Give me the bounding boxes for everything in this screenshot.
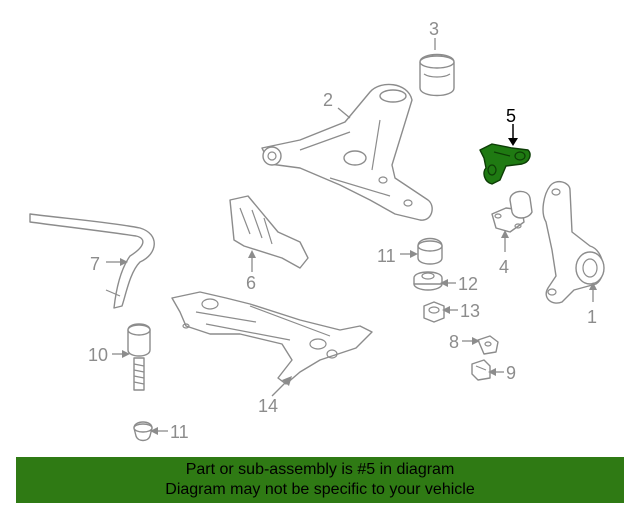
callout-13[interactable]: 13 — [460, 301, 480, 321]
callout-12[interactable]: 12 — [458, 274, 478, 294]
part-11-bushing-lower[interactable] — [133, 421, 153, 442]
part-2-control-arm[interactable] — [261, 83, 433, 221]
callout-7[interactable]: 7 — [90, 254, 100, 274]
callout-2[interactable]: 2 — [323, 90, 333, 110]
part-8-bolt[interactable] — [477, 335, 499, 355]
part-3-bushing[interactable] — [419, 53, 455, 97]
leader-14 — [271, 381, 287, 397]
part-10-link[interactable] — [127, 323, 151, 391]
callout-14[interactable]: 14 — [258, 396, 278, 416]
arrowhead-6 — [248, 250, 256, 258]
part-13-nut[interactable] — [423, 301, 445, 323]
leader-2 — [337, 107, 351, 119]
part-14-subframe[interactable] — [171, 291, 373, 385]
callout-1[interactable]: 1 — [587, 307, 597, 327]
callout-4[interactable]: 4 — [499, 257, 509, 277]
arrowhead-11-lower — [150, 427, 158, 435]
callout-6[interactable]: 6 — [246, 273, 256, 293]
parts-diagram: 3 2 5 4 1 — [29, 19, 605, 442]
arrowhead-10 — [122, 350, 130, 358]
arrowhead-8 — [472, 337, 480, 345]
arrowhead-13 — [442, 306, 450, 314]
banner-line-1: Part or sub-assembly is #5 in diagram — [185, 461, 455, 478]
arrowhead-11-upper — [410, 250, 418, 258]
arrowhead-9 — [488, 368, 496, 376]
part-7-stabilizer-bar[interactable] — [29, 213, 155, 309]
callout-11-lower[interactable]: 11 — [170, 422, 189, 442]
arrowhead-5 — [508, 138, 518, 146]
banner-line-2: Diagram may not be specific to your vehi… — [165, 481, 475, 498]
info-banner: Part or sub-assembly is #5 in diagram Di… — [16, 457, 624, 503]
arrowhead-1 — [589, 282, 597, 290]
part-11-bushing-upper[interactable] — [417, 237, 443, 265]
part-12-washer[interactable] — [413, 271, 443, 291]
callout-9[interactable]: 9 — [506, 363, 516, 383]
callout-3[interactable]: 3 — [429, 19, 439, 39]
arrowhead-12 — [440, 279, 448, 287]
part-5-bracket[interactable] — [479, 143, 531, 185]
arrowhead-4 — [501, 230, 509, 238]
callout-11-upper[interactable]: 11 — [377, 246, 396, 266]
part-9-clip[interactable] — [471, 359, 491, 381]
callout-8[interactable]: 8 — [449, 332, 459, 352]
part-6-shield[interactable] — [229, 195, 309, 269]
callout-5[interactable]: 5 — [506, 106, 516, 126]
part-4-ball-joint[interactable] — [491, 190, 533, 233]
callout-10[interactable]: 10 — [88, 345, 108, 365]
part-1-knuckle[interactable] — [542, 180, 605, 304]
arrowhead-14 — [282, 376, 292, 386]
arrowhead-7 — [120, 258, 128, 266]
